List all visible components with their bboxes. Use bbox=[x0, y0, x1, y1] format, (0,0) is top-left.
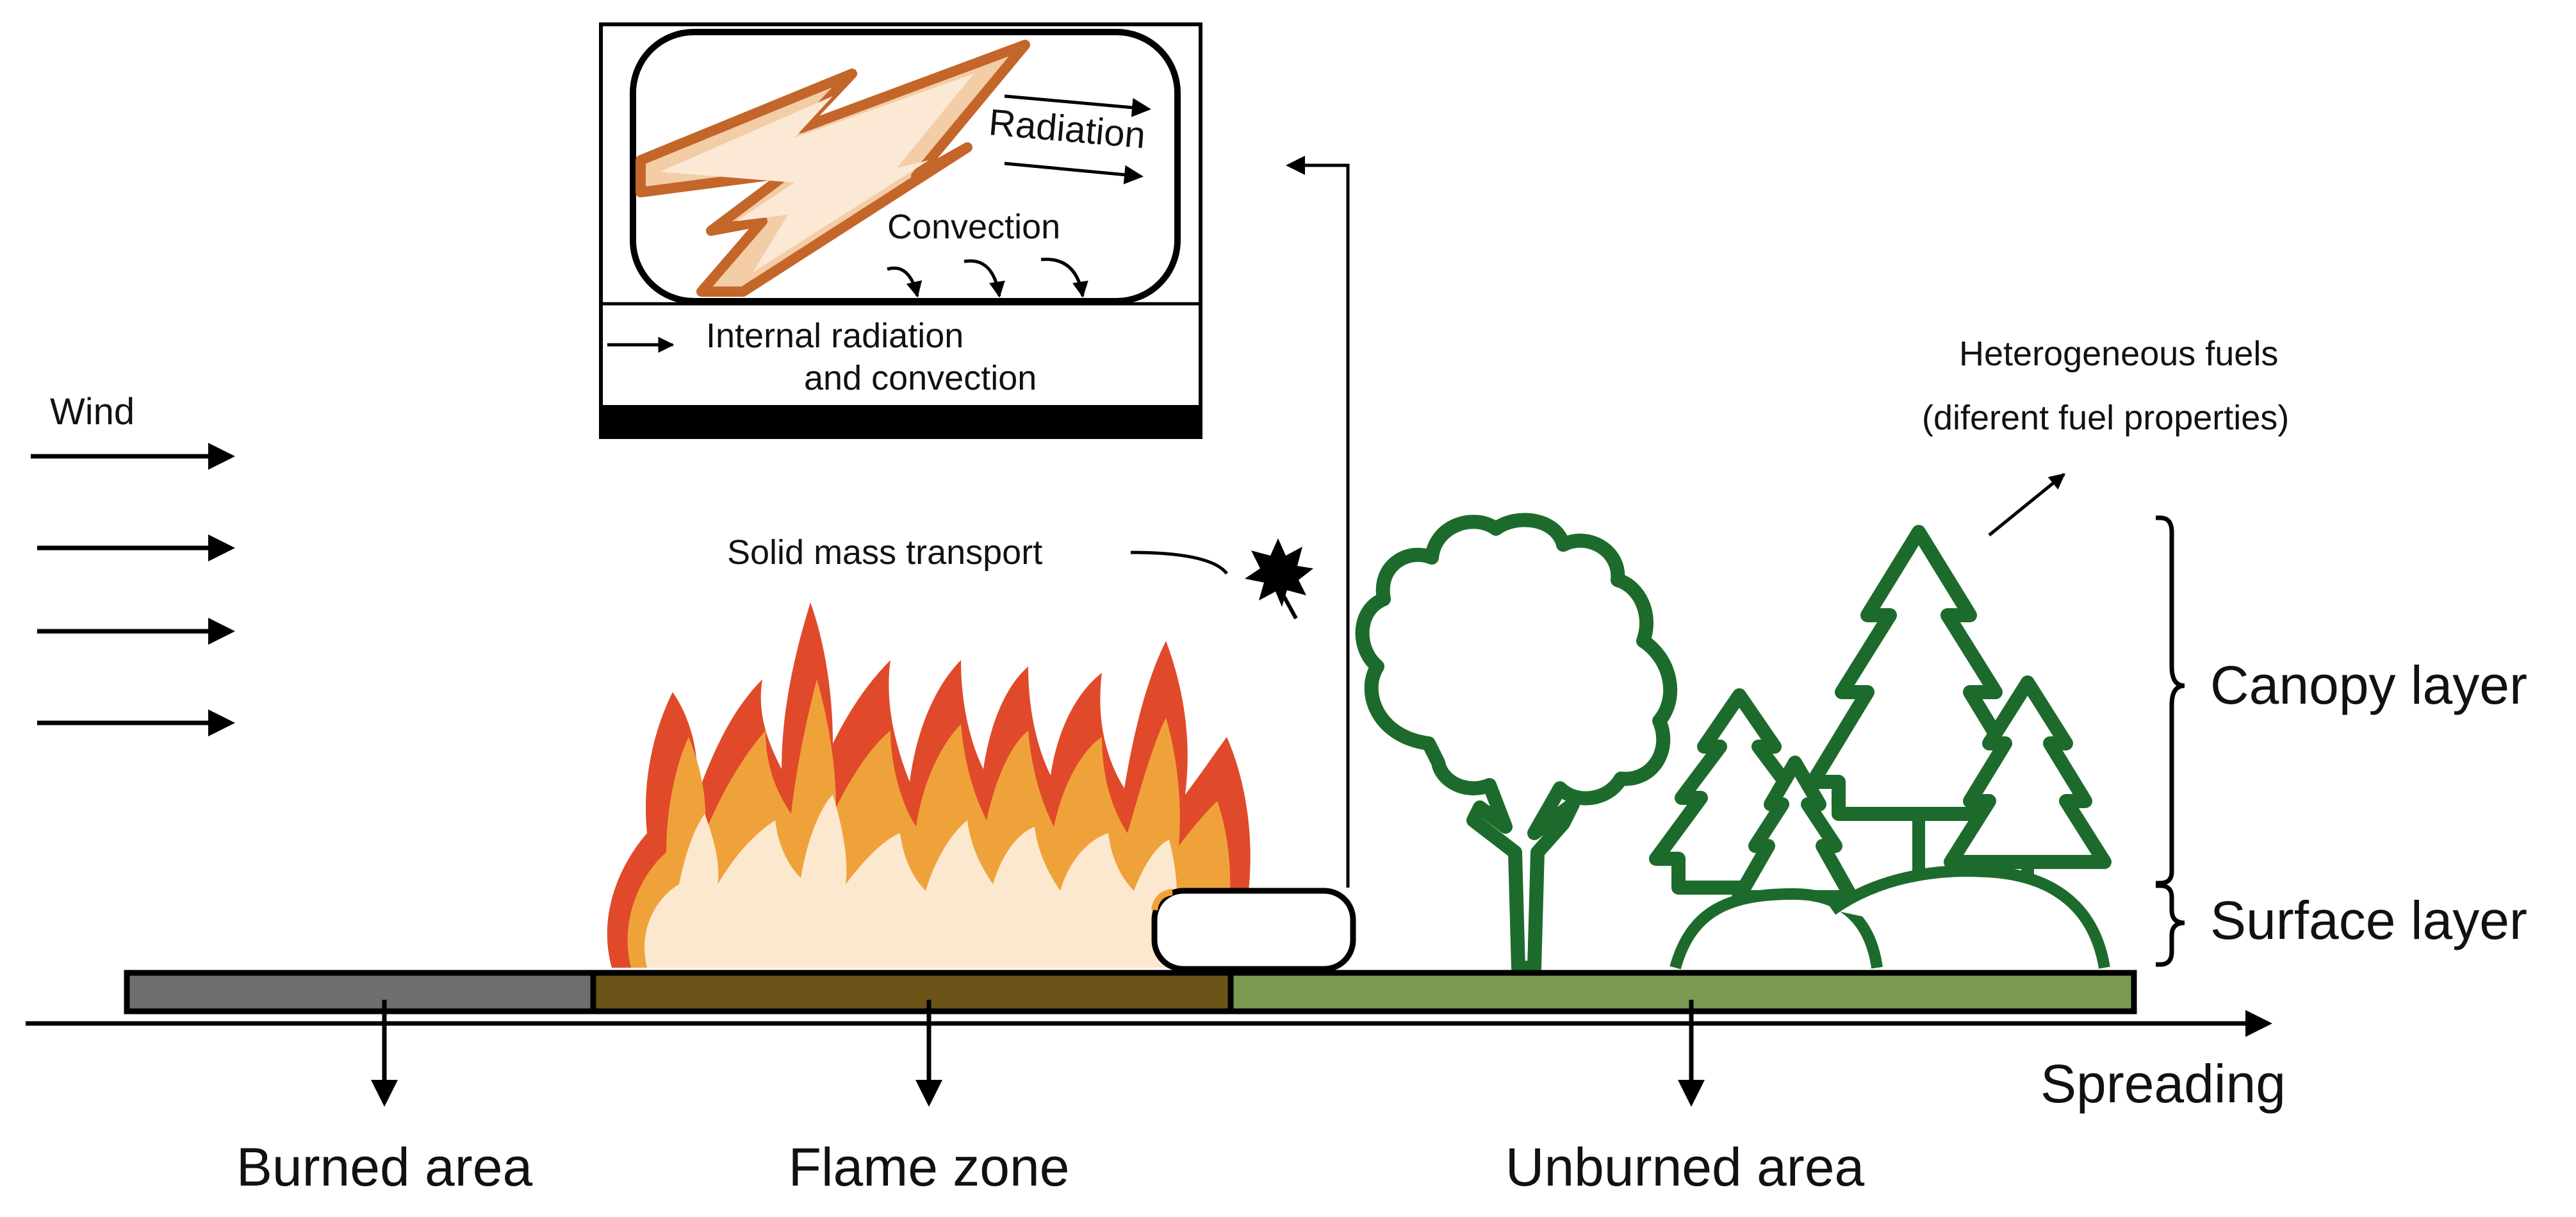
surface-layer-brace bbox=[2156, 883, 2185, 967]
flame-zone-strip bbox=[590, 970, 1234, 1014]
internal-radiation-label-line2: and convection bbox=[804, 359, 1037, 397]
internal-radiation-label-line1: Internal radiation bbox=[706, 317, 964, 355]
heat-transfer-inset: Radiation Convection Internal radiation … bbox=[599, 22, 1202, 439]
heterogeneous-fuels-label-line2: (diferent fuel properties) bbox=[1922, 399, 2289, 437]
canopy-layer-brace bbox=[2156, 515, 2185, 886]
solid-mass-transport-label: Solid mass transport bbox=[727, 533, 1042, 572]
convection-arrow bbox=[1040, 258, 1088, 298]
leaf-icon bbox=[1245, 538, 1313, 620]
convection-label: Convection bbox=[887, 208, 1060, 246]
solid-mass-transport-line bbox=[1130, 551, 1228, 575]
radiation-arrow bbox=[1004, 94, 1151, 117]
inset-flame-icon bbox=[636, 40, 1030, 297]
wind-group: Wind bbox=[31, 391, 235, 736]
flame-zone-label: Flame zone bbox=[789, 1137, 1070, 1197]
surface-layer-label: Surface layer bbox=[2210, 890, 2527, 950]
pine-tree-icon bbox=[1806, 525, 2031, 872]
surface-hill-icon bbox=[1669, 865, 2110, 970]
detail-connector-arrow bbox=[1286, 156, 1350, 888]
deciduous-tree-icon bbox=[1355, 513, 1678, 975]
burned-area-label: Burned area bbox=[236, 1137, 533, 1197]
unburned-area-strip bbox=[1227, 970, 2137, 1014]
flame-icon bbox=[607, 602, 1251, 968]
wind-label: Wind bbox=[50, 391, 135, 433]
convection-arrow bbox=[964, 259, 1005, 298]
heterogeneous-fuels-label-line1: Heterogeneous fuels bbox=[1959, 335, 2278, 373]
unburned-area-label: Unburned area bbox=[1505, 1137, 1865, 1197]
ground-strip bbox=[124, 970, 2137, 1014]
flame-front-detail-box bbox=[1151, 888, 1356, 972]
radiation-arrow bbox=[1004, 161, 1144, 185]
heterogeneous-fuels-arrow bbox=[1988, 473, 2065, 536]
canopy-layer-label: Canopy layer bbox=[2210, 655, 2527, 715]
burned-area-strip bbox=[124, 970, 596, 1014]
spreading-label: Spreading bbox=[2040, 1054, 2286, 1114]
convection-arrow bbox=[887, 267, 923, 298]
